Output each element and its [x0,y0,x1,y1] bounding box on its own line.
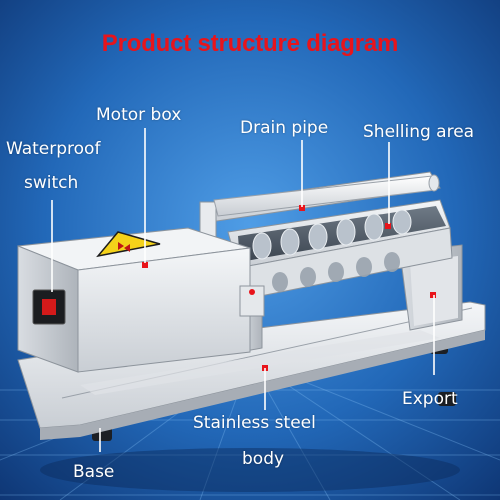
label-drain-pipe: Drain pipe [240,118,329,138]
label-export: Export [402,389,458,409]
leader-lines [51,128,435,452]
label-shelling-area: Shelling area [363,122,475,142]
label-body: body [242,449,285,469]
label-switch: switch [24,173,79,193]
label-motor-box: Motor box [96,105,182,125]
switch-rocker [42,299,56,315]
spiral-screw [252,209,412,260]
diagram-title: Product structure diagram [101,30,399,57]
base-front-edge [40,330,485,440]
label-stainless-steel: Stainless steel [193,413,316,433]
foot-front-right [438,392,456,406]
label-base: Base [73,462,115,482]
motor-box-front [77,247,251,373]
shelling-area-marker [385,223,391,229]
export-marker [430,292,436,298]
drain-pipe-marker [299,205,305,211]
label-waterproof: Waterproof [6,139,101,159]
motor-box-marker [142,262,148,268]
